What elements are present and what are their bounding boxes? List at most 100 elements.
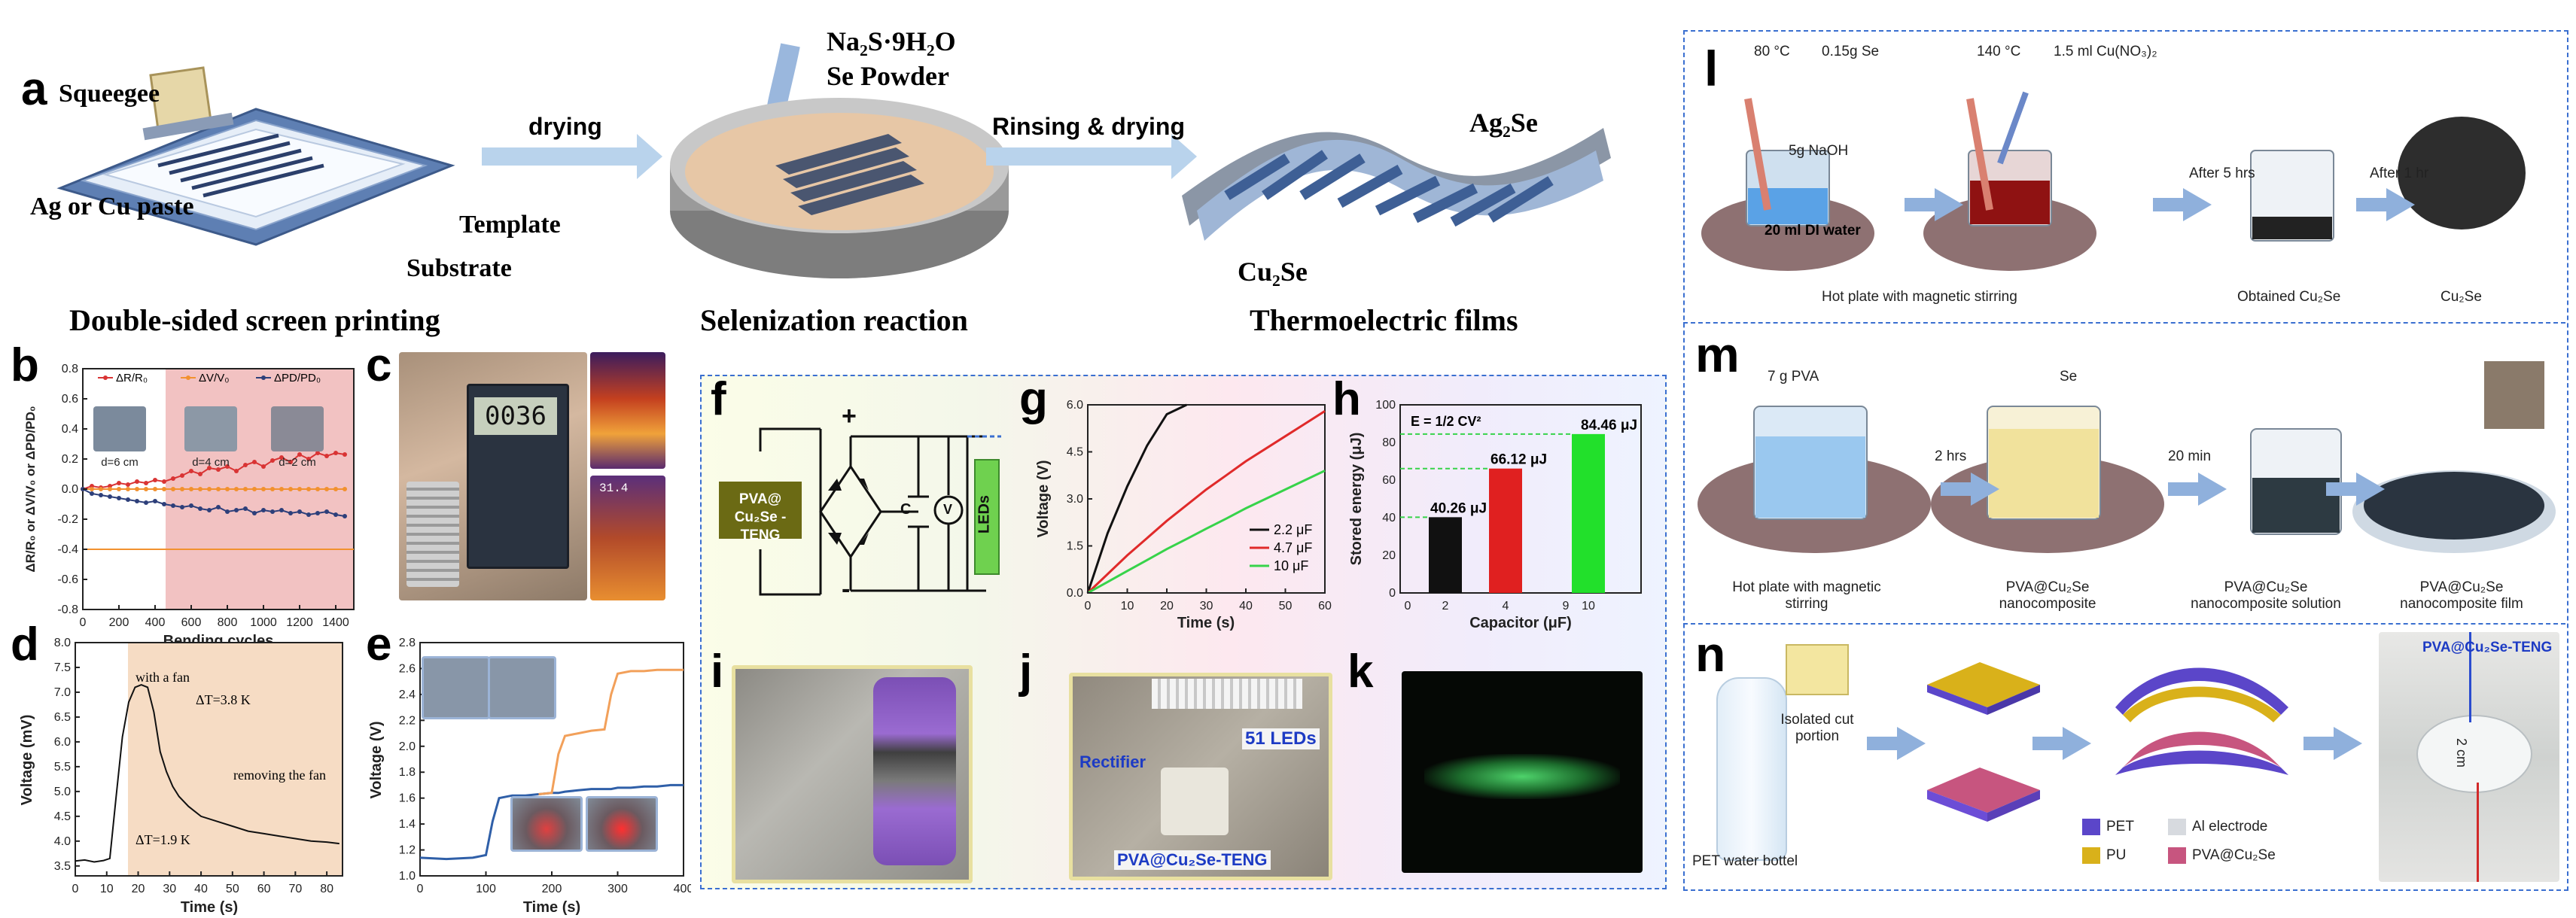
legend-swatch-pu (2082, 847, 2100, 864)
data-point (207, 466, 212, 470)
data-point (315, 451, 320, 455)
leds-label: LEDs (976, 494, 993, 534)
y-tick-label: 40 (1382, 512, 1396, 524)
y-tick-label: 60 (1382, 474, 1396, 487)
bar-value-label: 40.26 μJ (1430, 500, 1487, 516)
panel-label-l: l (1704, 41, 1719, 96)
data-point (153, 487, 157, 491)
y-tick-label: 0.2 (62, 453, 78, 466)
label-rectifier: Rectifier (1079, 752, 1146, 771)
inset-label-d2: d=2 cm (279, 456, 316, 469)
data-point (343, 487, 347, 491)
m-se: Se (2060, 369, 2078, 385)
x-tick-label: 60 (1318, 600, 1332, 613)
series-line-2 (1087, 470, 1326, 594)
m-arrow-1 (1941, 473, 1999, 506)
data-point (171, 476, 175, 481)
legend-pet: PET (2106, 819, 2134, 834)
inset-label-d4: d=4 cm (192, 456, 230, 469)
x-tick-label: 0 (80, 616, 87, 629)
chart-d-ylabel: Voltage (mV) (19, 715, 35, 806)
y-tick-label: 2.0 (399, 740, 416, 753)
y-tick-label: 1.6 (399, 792, 416, 805)
cu2se-label: Cu₂Se (1238, 257, 1308, 287)
x-tick-label: 0 (1085, 600, 1092, 613)
panel-label-i: i (711, 646, 724, 698)
teng-device-j (1161, 768, 1229, 835)
y-tick-label: 3.5 (54, 860, 71, 873)
data-point (144, 481, 148, 485)
y-tick-label: 1.4 (399, 818, 416, 831)
legend-g-2: 4.7 μF (1274, 540, 1312, 555)
panel-label-a: a (21, 63, 47, 115)
bar (1429, 517, 1462, 593)
l-cu: 1.5 ml Cu(NO₃)₂ (2054, 44, 2157, 59)
chart-g-xlabel: Time (s) (1177, 615, 1235, 631)
l-arrow-1 (1905, 188, 1963, 221)
data-point (261, 508, 266, 512)
thermal-reading: 31.4 (599, 482, 629, 495)
x-tick-label: 10 (1121, 600, 1134, 613)
x-tick-label: 40 (1239, 600, 1253, 613)
ann-dt-low: ΔT=1.9 K (135, 832, 190, 847)
x-tick-label: 800 (218, 616, 238, 629)
photo-k-glowing-leds (1402, 671, 1643, 873)
data-point (234, 487, 239, 491)
m-cap2: PVA@Cu₂Se nanocomposite (1999, 579, 2096, 612)
y-tick-label: 0.0 (62, 483, 78, 496)
data-point (234, 469, 239, 473)
y-tick-label: -0.8 (57, 603, 78, 616)
data-point (117, 481, 121, 485)
y-tick-label: 100 (1375, 399, 1396, 412)
template-label: Template (459, 211, 561, 239)
inset-label-d6: d=6 cm (101, 456, 139, 469)
data-point (279, 508, 284, 512)
data-point (216, 467, 221, 472)
chart-e-ylabel: Voltage (V) (368, 722, 385, 799)
data-point (252, 487, 257, 491)
data-point (171, 487, 175, 491)
ag2se-label: Ag₂Se (1469, 108, 1538, 138)
led-strip (1152, 679, 1302, 709)
panel-label-j: j (1019, 646, 1033, 698)
x-tick-label: 1200 (286, 616, 313, 629)
l-temp-80: 80 °C (1754, 44, 1790, 59)
data-point (343, 514, 347, 518)
data-point (343, 452, 347, 457)
m-arrow-2 (2168, 473, 2227, 506)
l-after-1: After 1 hr (2370, 166, 2429, 181)
data-point (288, 460, 293, 464)
data-point (198, 472, 202, 476)
m-20min: 20 min (2168, 448, 2212, 464)
circuit-plus: + (842, 402, 857, 430)
data-point (189, 487, 193, 491)
thermal-image-bottom (590, 476, 665, 600)
circuit-minus: - (842, 575, 851, 603)
x-tick-label: 200 (542, 883, 562, 895)
ann-remove-fan: removing the fan (233, 768, 326, 783)
data-point (306, 487, 311, 491)
x-tick-label: 50 (226, 883, 239, 895)
chart-b-ylabel: ΔR/R₀ or ΔV/V₀ or ΔPD/PD₀ (23, 406, 38, 572)
legend-pu: PU (2106, 847, 2127, 863)
panel-label-n: n (1695, 626, 1726, 682)
n-arrow-2 (2032, 727, 2091, 760)
y-tick-label: -0.4 (57, 543, 78, 556)
l-naoh: 5g NaOH (1789, 143, 1849, 159)
y-tick-label: 6.5 (54, 711, 71, 724)
x-tick-label: 30 (1200, 600, 1213, 613)
y-tick-label: 2.6 (399, 662, 416, 675)
y-tick-label: 0.0 (1067, 587, 1083, 600)
data-point (90, 491, 94, 496)
data-point (243, 487, 248, 491)
data-point (243, 506, 248, 511)
data-point (243, 463, 248, 467)
legend-g-3: 10 μF (1274, 558, 1308, 573)
data-point (99, 493, 103, 497)
data-point (198, 487, 202, 491)
multimeter-display: 0036 (474, 397, 557, 435)
y-tick-label: -0.2 (57, 513, 78, 526)
inset-photo-d6 (93, 406, 146, 451)
